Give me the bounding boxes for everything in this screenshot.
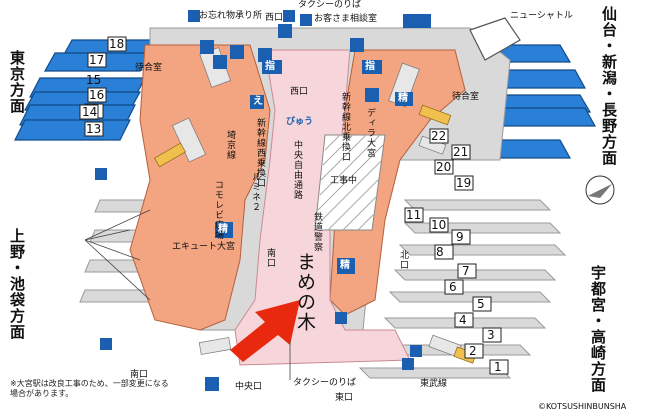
platform-r2-shape	[403, 222, 562, 234]
west-exit-mid-label: 西口	[290, 87, 309, 97]
taxi-top-label: タクシーのりば	[298, 0, 362, 10]
shinkansen-north-label: 新幹線北乗換口	[340, 92, 350, 162]
platform-number: 22	[431, 129, 447, 143]
platform-number: 8	[436, 245, 444, 259]
compass-icon	[585, 175, 615, 205]
shinkansen-west-label: 新幹線西乗換口	[255, 118, 265, 188]
direction-utsunomiya-takasaki: 宇都宮・高崎方面	[589, 265, 607, 393]
platform-number: 16	[89, 88, 105, 102]
platform-number: 9	[456, 230, 464, 244]
platform-number: 2	[469, 344, 477, 358]
customer-service-label: お客さま相談室	[314, 14, 378, 24]
biew-logo: びゅう	[286, 117, 314, 127]
construction-zone	[314, 134, 386, 231]
leader-lines	[84, 209, 291, 380]
waiting-room-right-label: 待合室	[452, 92, 480, 102]
right-lower-platforms	[358, 199, 567, 379]
fare-adjust-icon: 精	[398, 93, 408, 104]
central-exit-label: 中央口	[235, 382, 263, 392]
location-arrow	[230, 300, 300, 362]
west-exit-label: 西口	[265, 13, 284, 23]
platform-number: 21	[453, 145, 469, 159]
platform-r5-shape	[388, 291, 552, 303]
direction-ueno-ikebukuro: 上野・池袋方面	[8, 228, 26, 340]
platform-number: 4	[459, 313, 467, 327]
dila-omiya-label: ディラ大宮	[365, 108, 375, 158]
platform-r8-shape	[358, 367, 512, 379]
platform-number: 5	[477, 297, 485, 311]
copyright: ©KOTSUSHINBUNSHA	[538, 402, 627, 411]
lumine2-label: ルミネ２	[250, 172, 260, 212]
construction-label: 工事中	[330, 176, 358, 186]
facility-icons	[95, 10, 431, 391]
south-exit-small-label: 南口	[265, 248, 275, 268]
fare-adjust-icon: 精	[218, 224, 228, 235]
mamenoki-label: まめの木	[294, 252, 316, 332]
platform-number: 19	[456, 176, 472, 190]
left-shop-block	[129, 44, 271, 331]
ekinet-icon: え	[253, 96, 263, 107]
platform-r1-shape	[403, 199, 552, 211]
south-exit-label: 南口	[130, 370, 149, 380]
platform-number: 13	[86, 122, 102, 136]
ticket-icon: 指	[365, 61, 375, 72]
platform-number: 14	[82, 105, 98, 119]
east-exit-label: 東口	[335, 393, 354, 403]
platform-number: 6	[449, 280, 457, 294]
platform-number: 10	[431, 218, 447, 232]
platform-number: 3	[487, 328, 495, 342]
saikyo-line-label: 埼京線	[225, 130, 235, 160]
north-exit-small-label: 北口	[398, 250, 408, 270]
railway-police-label: 鉄道警察	[312, 212, 322, 252]
platform-r3-shape	[398, 244, 567, 256]
construction-note: ※大宮駅は改良工事のため、一部変更になる場合があります。	[10, 379, 169, 399]
central-passage-label: 中央自由通路	[292, 140, 302, 200]
platform-number: 11	[406, 208, 422, 222]
ecute-label: エキュート大宮	[172, 242, 236, 252]
waiting-room-left-label: 待合室	[135, 63, 163, 73]
direction-tokyo: 東京方面	[8, 50, 26, 114]
lost-found-label: お忘れ物承り所	[199, 11, 263, 21]
ticket-icon: 指	[265, 61, 275, 72]
taxi-bottom-label: タクシーのりば	[293, 378, 357, 388]
comoreby-label: コモレビ広場	[213, 180, 223, 240]
platform-number: 17	[89, 53, 105, 67]
new-shuttle-label: ニューシャトル	[510, 11, 573, 21]
platform-number: 18	[109, 37, 125, 51]
platform-numbers-right	[404, 128, 509, 375]
fare-adjust-icon: 精	[340, 260, 350, 271]
platform-number: 15	[86, 73, 102, 87]
platform-number: 1	[494, 360, 502, 374]
tobu-line-label: 東武線	[420, 379, 448, 389]
platform-13-shape	[14, 119, 131, 141]
platform-ru4-shape	[488, 107, 597, 127]
platform-number: 20	[436, 160, 452, 174]
platform-numbers-left	[79, 36, 127, 137]
platform-number: 7	[462, 264, 470, 278]
new-shuttle-shape	[469, 17, 521, 61]
direction-sendai-niigata-nagano: 仙台・新潟・長野方面	[600, 6, 618, 166]
